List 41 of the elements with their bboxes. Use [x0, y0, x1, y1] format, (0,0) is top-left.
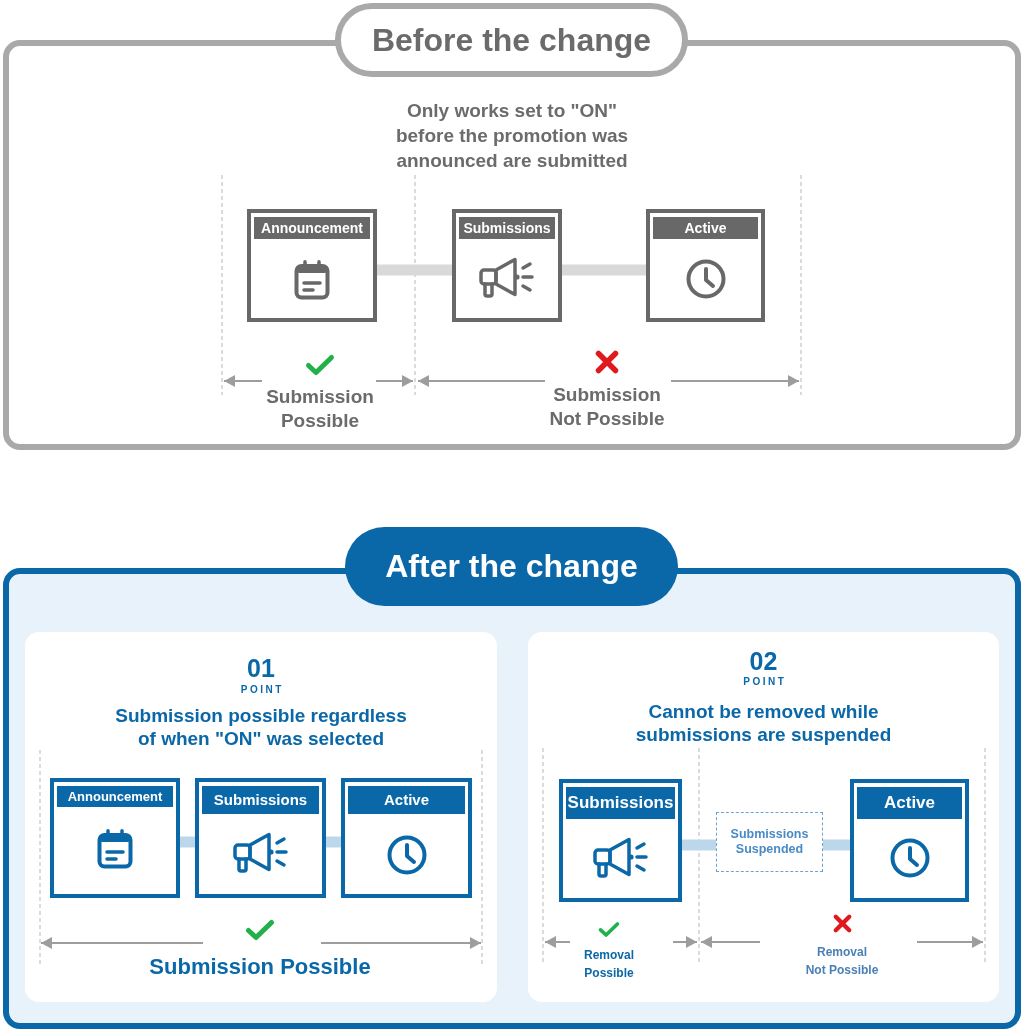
section-panel	[3, 3, 1021, 450]
stage-card	[50, 778, 180, 898]
connector-bar	[180, 836, 195, 848]
section-title: Before the change	[335, 3, 688, 77]
section-panel	[3, 527, 1021, 1029]
section-title: After the change	[345, 527, 678, 606]
point-caption: POINT	[742, 676, 787, 688]
status-note: Submissions Suspended	[716, 812, 823, 872]
point-card	[25, 632, 497, 1002]
point-number: 02	[749, 647, 778, 675]
connector-bar	[682, 839, 716, 851]
stage-header: Submissions	[202, 786, 319, 814]
status-label: Submission Possible	[149, 953, 371, 981]
point-number: 01	[247, 654, 275, 682]
stage-card	[559, 779, 682, 902]
connector-bar	[377, 264, 452, 276]
stage-header: Announcement	[57, 786, 173, 807]
point-caption: POINT	[239, 684, 284, 696]
point-card	[528, 632, 999, 1002]
point-heading: Cannot be removed while submissions are suspended	[634, 700, 893, 746]
stage-header: Active	[348, 786, 465, 814]
section-note: Only works set to "ON" before the promotion was announced are submitted	[394, 99, 630, 173]
status-label: Submission Not Possible	[548, 383, 666, 431]
stage-card	[850, 779, 969, 902]
connector-bar	[823, 839, 850, 851]
stage-header: Submissions	[459, 217, 555, 239]
stage-header: Submissions	[566, 787, 675, 819]
point-heading: Submission possible regardless of when "ON" was selected	[114, 704, 408, 750]
status-label: Removal Not Possible	[805, 944, 879, 979]
status-label: Removal Possible	[583, 947, 635, 982]
stage-header: Announcement	[254, 217, 370, 239]
status-label: Submission Possible	[265, 385, 375, 433]
stage-card	[195, 778, 326, 898]
stage-card	[452, 209, 562, 322]
connector-bar	[326, 836, 341, 848]
stage-header: Active	[857, 787, 962, 819]
stage-header: Active	[653, 217, 758, 239]
stage-card	[341, 778, 472, 898]
connector-bar	[562, 264, 646, 276]
stage-card	[247, 209, 377, 322]
stage-card	[646, 209, 765, 322]
